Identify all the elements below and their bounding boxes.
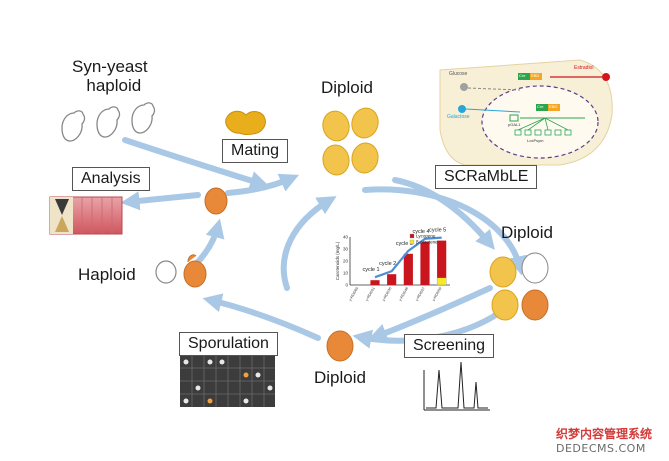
analysis-tube-icon	[49, 196, 123, 235]
screening-label: Screening	[404, 334, 495, 358]
chart-bar-beta-carotene	[436, 277, 447, 286]
chart-x-tick-label: y-RDI035	[381, 287, 392, 302]
watermark-text-en: DEDECMS.COM	[556, 442, 646, 455]
cycle-arrow-left	[280, 196, 337, 291]
ebd-label: EBD	[531, 73, 540, 78]
syn-yeast-label-line2: haploid	[86, 75, 142, 95]
chart-y-tick-label: 40	[343, 235, 349, 240]
sporulation-grid-image	[180, 355, 275, 407]
chart-x-tick-label: y-RDI057	[415, 287, 426, 302]
haploid-label: Haploid	[78, 265, 136, 284]
diploid-right-cells	[489, 252, 549, 321]
chart-cycle-annotation: cycle 3	[396, 241, 413, 247]
chart-bar-lycopene	[403, 253, 413, 285]
syn-yeast-haploid-cells	[61, 102, 156, 142]
chart-cycle-annotation: cycle 4	[412, 229, 429, 235]
chart-bar-lycopene	[420, 241, 430, 285]
haploid-cell-icon	[131, 102, 156, 134]
pathway-inset	[439, 59, 613, 166]
arrow-to-analysis	[120, 191, 201, 211]
galactose-label: Galactose	[447, 114, 470, 120]
chart-legend-swatch	[409, 239, 415, 245]
chart-y-tick-label: 20	[343, 259, 349, 264]
watermark-text-cn: 织梦内容管理系统	[556, 427, 653, 441]
pgal1-label: pGAL1	[508, 122, 521, 127]
syn-yeast-label-line1: Syn-yeast	[72, 57, 148, 76]
chart-x-tick-label: y-RDI046	[398, 287, 409, 302]
diploid-bottom-label: Diploid	[314, 368, 366, 387]
sporulation-label: Sporulation	[179, 332, 278, 356]
screening-chromatogram-image	[423, 361, 490, 411]
chart-bar-lycopene	[437, 240, 447, 278]
chart-cycle-annotation: cycle 2	[379, 261, 396, 267]
loxpsym-label: LoxPsym	[527, 138, 544, 143]
chart-x-tick-label: y-RDI069	[348, 287, 359, 302]
mating-cells-icon	[225, 110, 266, 135]
chart-y-tick-label: 0	[345, 283, 348, 288]
chart-y-tick-label: 30	[343, 247, 349, 252]
diploid-bottom-cell	[326, 330, 354, 362]
arrow-haploid-to-mating	[122, 137, 270, 190]
cycle-arrow-top	[362, 186, 527, 276]
haploid-orange-cell	[204, 187, 228, 215]
syn-yeast-haploid-label: Syn-yeast haploid	[72, 57, 148, 95]
chart-bar-lycopene	[387, 274, 397, 285]
analysis-label: Analysis	[72, 167, 150, 191]
haploid-cell-icon	[61, 110, 86, 142]
arrow-mating-to-diploid	[225, 173, 300, 196]
chart-y-tick-label: 10	[343, 271, 349, 276]
chart-legend-label: Lycopene	[416, 234, 436, 239]
cre-label: Cre	[519, 73, 526, 78]
central-cycle-arrows	[280, 186, 527, 349]
glucose-label: Glucose	[449, 71, 468, 77]
diploid-top-cells	[322, 107, 379, 176]
chart-bar-lycopene	[370, 280, 380, 285]
chart-legend-label: β-carotene	[416, 240, 438, 245]
chart-y-axis-label: Carotenoids (mg/L)	[335, 241, 340, 280]
arrow-diploid-to-scramble	[392, 177, 495, 250]
chart-cycle-annotation: cycle 1	[362, 267, 379, 273]
arrow-right-diploid-to-screening	[367, 285, 493, 342]
ebd-label-2: EBD	[549, 104, 558, 109]
haploid-cells	[155, 254, 207, 288]
chart-x-tick-label: y-RDI059	[431, 287, 442, 302]
mating-label: Mating	[222, 139, 289, 163]
chart-x-tick-label: y-RDI001	[365, 287, 376, 302]
estradiol-label: Estradiol	[574, 65, 594, 71]
diploid-right-label: Diploid	[501, 223, 553, 242]
cre-label-2: Cre	[537, 104, 544, 109]
chart-cycle-annotation: cycle 5	[429, 228, 446, 234]
diploid-top-label: Diploid	[321, 78, 373, 97]
scramble-label: SCRaMbLE	[435, 165, 538, 189]
haploid-cell-icon	[96, 106, 121, 138]
chart-legend-swatch	[409, 233, 415, 239]
arrow-bottom-diploid-to-sporulation	[202, 293, 321, 341]
chart-trend-line	[374, 236, 442, 279]
